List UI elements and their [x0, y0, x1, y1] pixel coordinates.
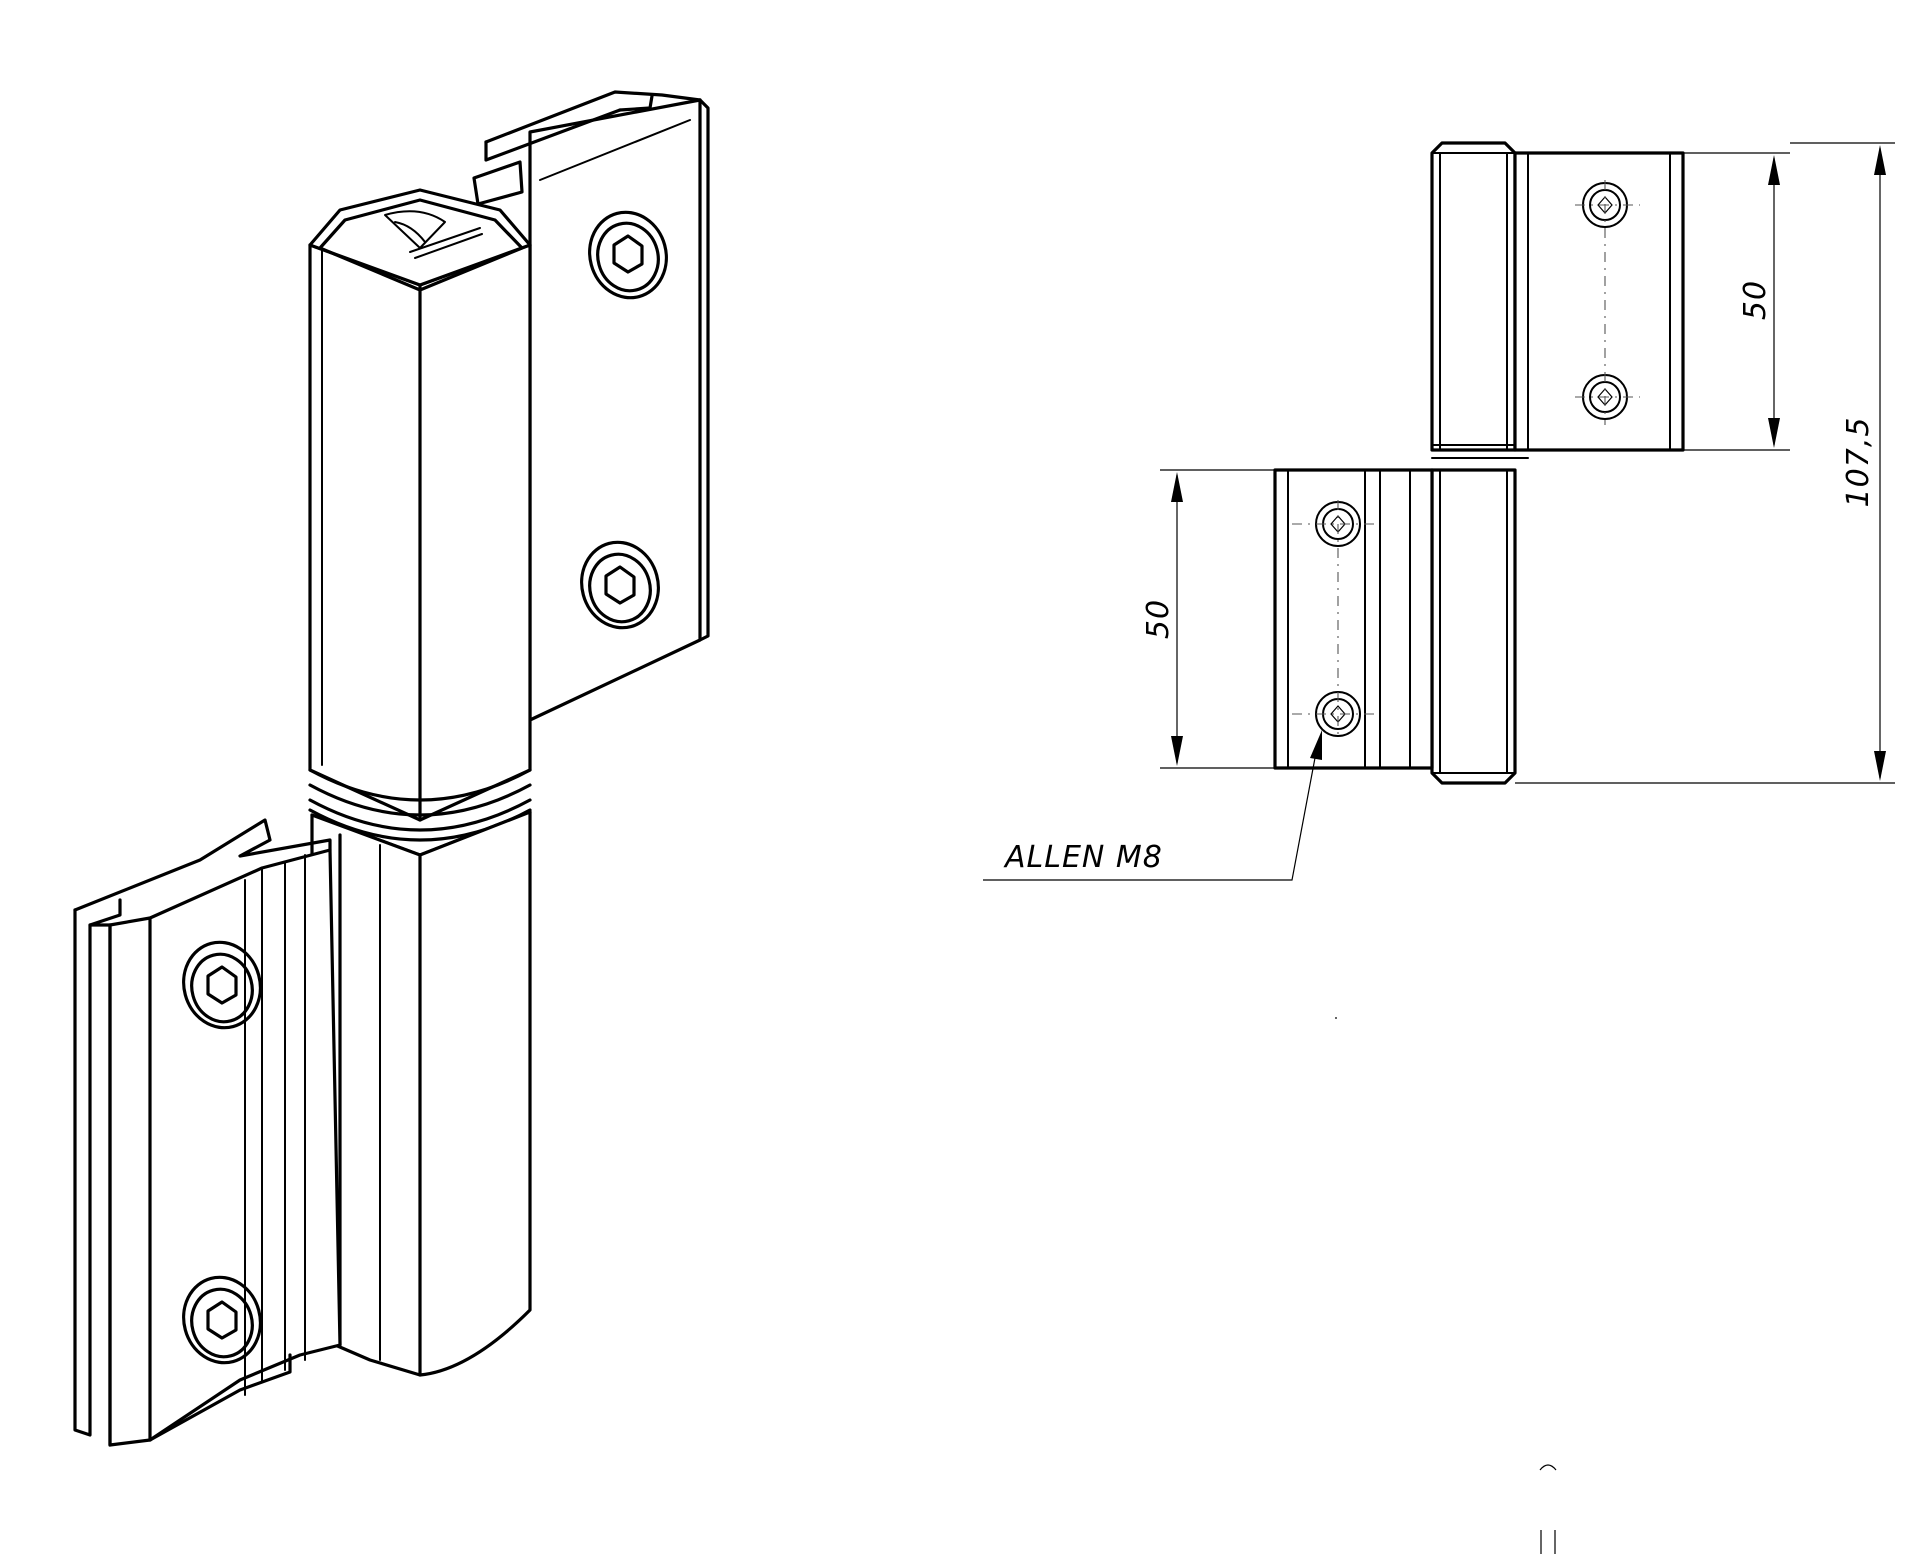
lower-leaf	[73, 818, 342, 1447]
callout-label: ALLEN M8	[1003, 840, 1163, 875]
upper-leaf-screw-bottom	[580, 540, 660, 630]
front-view: 50 107,5 50 ALLEN M8	[983, 141, 1895, 881]
front-upper-knuckle	[1430, 141, 1529, 459]
dimension-label-upper: 50	[1738, 280, 1773, 320]
stray-marks	[1335, 1017, 1557, 1554]
isometric-view	[73, 90, 710, 1447]
dimension-label-overall: 107,5	[1841, 417, 1876, 508]
lower-leaf-screw-top	[182, 940, 262, 1030]
lower-knuckle	[310, 810, 532, 1377]
upper-knuckle	[308, 188, 532, 857]
dimension-label-lower: 50	[1141, 599, 1176, 639]
dimension-lower-50: 50	[1141, 469, 1275, 769]
front-lower-leaf	[1273, 468, 1434, 770]
upper-leaf	[472, 90, 710, 722]
front-lower-knuckle	[1430, 468, 1517, 785]
dimension-upper-50: 50	[1683, 152, 1790, 451]
callout-allen-m8: ALLEN M8	[983, 730, 1322, 881]
lower-leaf-screw-bottom	[182, 1275, 262, 1365]
dimension-overall-107-5: 107,5	[1515, 142, 1895, 784]
upper-leaf-screw-top	[588, 210, 668, 300]
front-upper-leaf	[1513, 151, 1685, 452]
